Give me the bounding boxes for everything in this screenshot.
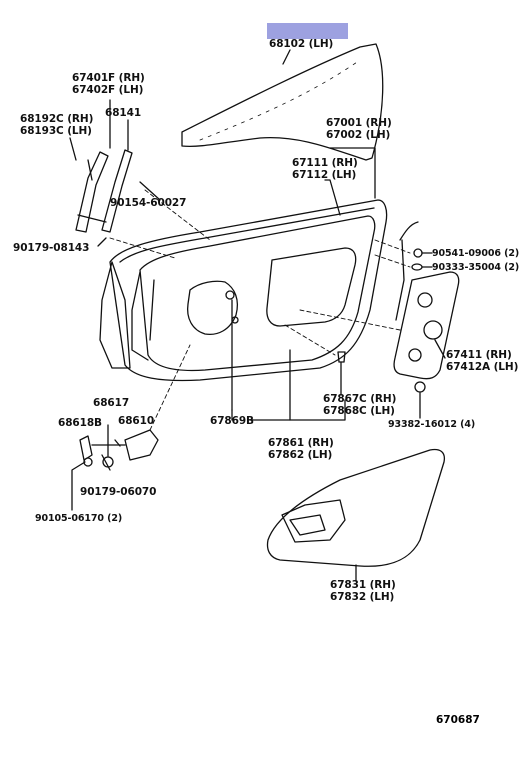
- label-90333: 90333-35004 (2): [432, 262, 520, 273]
- label-68141: 68141: [105, 107, 142, 119]
- highlighted-part-box: [267, 23, 348, 39]
- label-90154: 90154-60027: [110, 197, 187, 209]
- label-68610: 68610: [118, 415, 155, 427]
- door-check: [124, 429, 159, 461]
- diagram-id: 670687: [436, 714, 480, 726]
- label-90541: 90541-09006 (2): [432, 248, 520, 259]
- label-90179-08143: 90179-08143: [13, 242, 90, 254]
- label-90179-06070: 90179-06070: [80, 486, 157, 498]
- label-run-lh: 67402F (LH): [72, 84, 144, 96]
- label-trim-rh: 67831 (RH): [330, 579, 396, 591]
- label-run-sub-lh: 68193C (LH): [20, 125, 92, 137]
- label-run-sub-rh: 68192C (RH): [20, 113, 94, 125]
- label-seal-lh: 67862 (LH): [268, 449, 333, 461]
- label-weatherstrip-lh: 67112 (LH): [292, 169, 357, 181]
- label-run-rh: 67401F (RH): [72, 72, 145, 84]
- glass-run-front: [75, 151, 109, 233]
- door-glass: [181, 43, 384, 161]
- label-glass: 68102 (LH): [269, 38, 334, 50]
- label-door-panel-lh: 67002 (LH): [326, 129, 391, 141]
- label-67869b: 67869B: [210, 415, 254, 427]
- label-seal-rh: 67861 (RH): [268, 437, 334, 449]
- door-weatherstrip: [109, 199, 388, 382]
- label-90105: 90105-06170 (2): [35, 513, 123, 524]
- glass-run-rear: [101, 149, 133, 233]
- door-inner-panel: [139, 215, 376, 372]
- label-67868c: 67868C (LH): [323, 405, 395, 417]
- label-68617: 68617: [93, 397, 130, 409]
- label-weatherstrip-rh: 67111 (RH): [292, 157, 358, 169]
- label-trim-lh: 67832 (LH): [330, 591, 395, 603]
- service-hole-cover: [393, 271, 460, 380]
- label-door-panel-rh: 67001 (RH): [326, 117, 392, 129]
- label-68618b: 68618B: [58, 417, 102, 429]
- door-opening-small: [186, 280, 239, 336]
- label-93382: 93382-16012 (4): [388, 419, 476, 430]
- label-cover-rh: 67411 (RH): [446, 349, 512, 361]
- door-opening-large: [266, 247, 357, 327]
- label-cover-lh: 67412A (LH): [446, 361, 519, 373]
- label-67867c: 67867C (RH): [323, 393, 397, 405]
- door-trim-panel: [266, 448, 446, 567]
